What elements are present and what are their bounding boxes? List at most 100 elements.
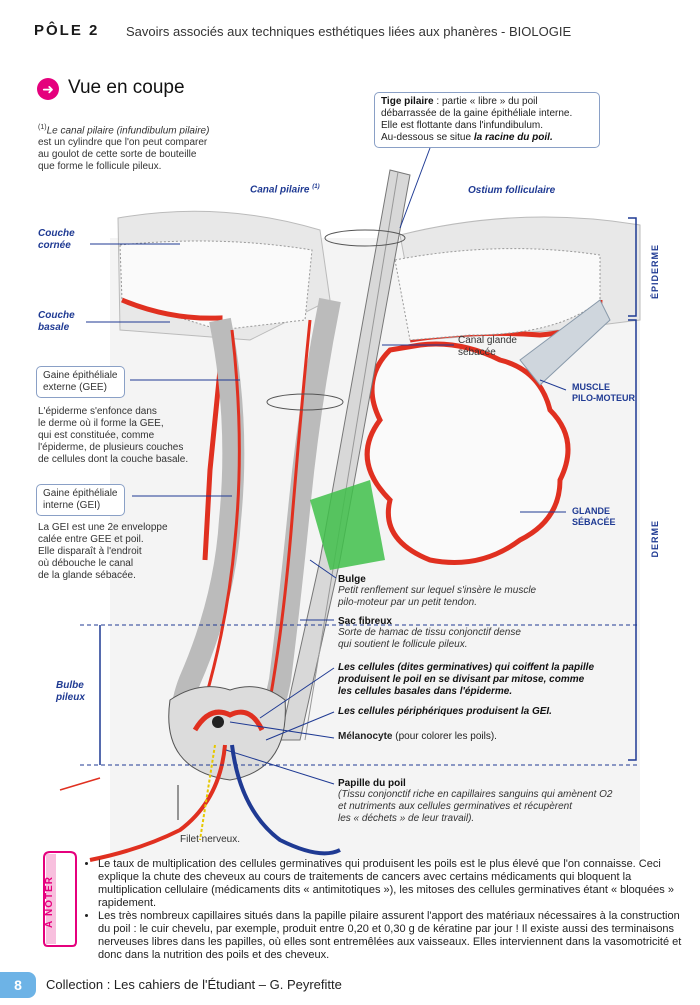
papille-line: et nutriments aux cellules germinatives … <box>338 801 573 812</box>
epidermis-cells-right <box>394 248 601 341</box>
bulge-tendon <box>310 480 385 570</box>
ostium-ring <box>324 229 406 247</box>
callout-melanocyte: Mélanocyte (pour colorer les poils). <box>338 731 497 742</box>
melano-text: (pour colorer les poils). <box>392 731 497 742</box>
gee-box-line: externe (GEE) <box>43 382 107 393</box>
gei-line: Elle disparaît à l'endroit <box>38 546 142 557</box>
gee-line: de cellules dont la couche basale. <box>38 454 189 465</box>
label-line: MUSCLE <box>572 382 610 392</box>
sac-line: Sorte de hamac de tissu conjonctif dense <box>338 627 521 638</box>
tige-line: : partie « libre » du poil <box>433 96 538 107</box>
melanocyte <box>212 716 224 728</box>
derme-bracket <box>628 319 637 761</box>
bulge-title: Bulge <box>338 574 366 585</box>
note-bullet: Les très nombreux capillaires situés dan… <box>98 910 688 962</box>
nerve-fiber <box>199 744 216 841</box>
tige-emphasis: la racine du poil. <box>473 132 553 143</box>
bulge-line: pilo-moteur par un petit tendon. <box>338 597 477 608</box>
label-line: sébacée <box>458 347 496 358</box>
artery <box>89 744 227 862</box>
tige-line: Elle est flottante dans l'infundibulum. <box>381 120 544 131</box>
melano-title: Mélanocyte <box>338 731 393 742</box>
pole-heading: PÔLE 2 <box>34 22 100 39</box>
gee-line: l'épiderme, de plusieurs couches <box>38 442 184 453</box>
germ-line: Les cellules (dites germinatives) qui co… <box>338 662 595 673</box>
callout-papille: Papille du poil (Tissu conjonctif riche … <box>338 778 638 825</box>
note-tag: À NOTER <box>44 876 55 928</box>
sac-line: qui soutient le follicule pileux. <box>338 639 468 650</box>
germinal-cells <box>192 709 265 732</box>
callout-bulge: Bulge Petit renflement sur lequel s'insè… <box>338 574 638 609</box>
footnote: (1)Le canal pilaire (infundibulum pilair… <box>38 122 238 173</box>
hair-medulla <box>304 171 399 741</box>
tige-line: Au-dessous se situe <box>381 132 474 143</box>
label-derme: DERME <box>650 520 660 558</box>
footnote-line: Le canal pilaire (infundibulum pilaire) <box>46 125 210 137</box>
label-filet: Filet nerveux. <box>180 834 241 845</box>
canal-sup: (1) <box>312 184 320 190</box>
hair-bulb <box>168 686 286 781</box>
gee-description: L'épiderme s'enfonce dans le derme où il… <box>38 406 218 466</box>
gee-line: le derme où il forme la GEE, <box>38 418 164 429</box>
section-title: Vue en coupe <box>68 77 185 98</box>
gei-line: La GEI est une 2e enveloppe <box>38 522 168 533</box>
callout-peripheral: Les cellules périphériques produisent la… <box>338 706 552 717</box>
footnote-line: que forme le follicule pileux. <box>38 161 162 173</box>
gei-box-line: interne (GEI) <box>43 500 101 511</box>
papille-line: (Tissu conjonctif riche en capillaires s… <box>338 789 613 800</box>
inner-root-sheath-right <box>268 319 312 701</box>
label-epiderme: ÉPIDERME <box>650 244 660 300</box>
gee-line: qui est constituée, comme <box>38 430 155 441</box>
label-line: basale <box>38 322 70 333</box>
papille-line: les « déchets » de leur travail). <box>338 813 475 824</box>
subject-heading: Savoirs associés aux techniques esthétiq… <box>126 24 572 39</box>
label-line: SÉBACÉE <box>572 517 616 527</box>
germ-pointer <box>259 667 335 719</box>
gei-box-line: Gaine épithéliale <box>43 488 118 499</box>
label-line: GLANDE <box>572 506 610 516</box>
germ-line: produisent le poil en se divisant par mi… <box>338 674 585 685</box>
epiderme-bracket <box>628 217 637 317</box>
inner-root-sheath-left <box>203 329 241 701</box>
label-line: Couche <box>38 310 75 321</box>
note-bullet: Le taux de multiplication des cellules g… <box>98 858 688 910</box>
footnote-marker: (1) <box>38 124 47 131</box>
page-number: 8 <box>0 972 36 998</box>
tige-pilaire-box: Tige pilaire : partie « libre » du poil … <box>374 92 600 148</box>
hair-shaft <box>279 169 411 741</box>
canal-text: Canal pilaire <box>250 184 310 196</box>
flow-arrow <box>59 777 101 791</box>
tige-term: Tige pilaire <box>381 96 434 107</box>
gei-line: de la glande sébacée. <box>38 570 136 581</box>
footnote-line: au goulot de cette sorte de bouteille <box>38 149 197 161</box>
tige-pointer <box>399 147 431 229</box>
footer-collection: Collection : Les cahiers de l'Étudiant –… <box>46 977 342 992</box>
germ-line: les cellules basales dans l'épiderme. <box>338 686 513 697</box>
note-tag-icon <box>43 851 77 947</box>
label-line: Bulbe <box>56 680 84 691</box>
sebaceous-gland <box>364 341 571 565</box>
peri-pointer <box>265 711 335 741</box>
label-line: PILO-MOTEUR <box>572 393 635 403</box>
note-content: Le taux de multiplication des cellules g… <box>88 858 688 962</box>
arrow-right-icon: ➜ <box>37 78 59 100</box>
muscle-pointer <box>539 379 567 391</box>
gei-line: calée entre GEE et poil. <box>38 534 144 545</box>
melano-pointer <box>229 721 335 739</box>
label-canal-pilaire: Canal pilaire (1) <box>250 184 320 195</box>
label-line: cornée <box>38 240 71 251</box>
footnote-line: est un cylindre que l'on peut comparer <box>38 137 208 149</box>
sac-title: Sac fibreux <box>338 616 392 627</box>
epidermis-cells-left <box>119 240 313 331</box>
label-line: pileux <box>56 692 85 703</box>
papille-title: Papille du poil <box>338 778 406 789</box>
label-line: Couche <box>38 228 75 239</box>
callout-sac: Sac fibreux Sorte de hamac de tissu conj… <box>338 616 638 651</box>
